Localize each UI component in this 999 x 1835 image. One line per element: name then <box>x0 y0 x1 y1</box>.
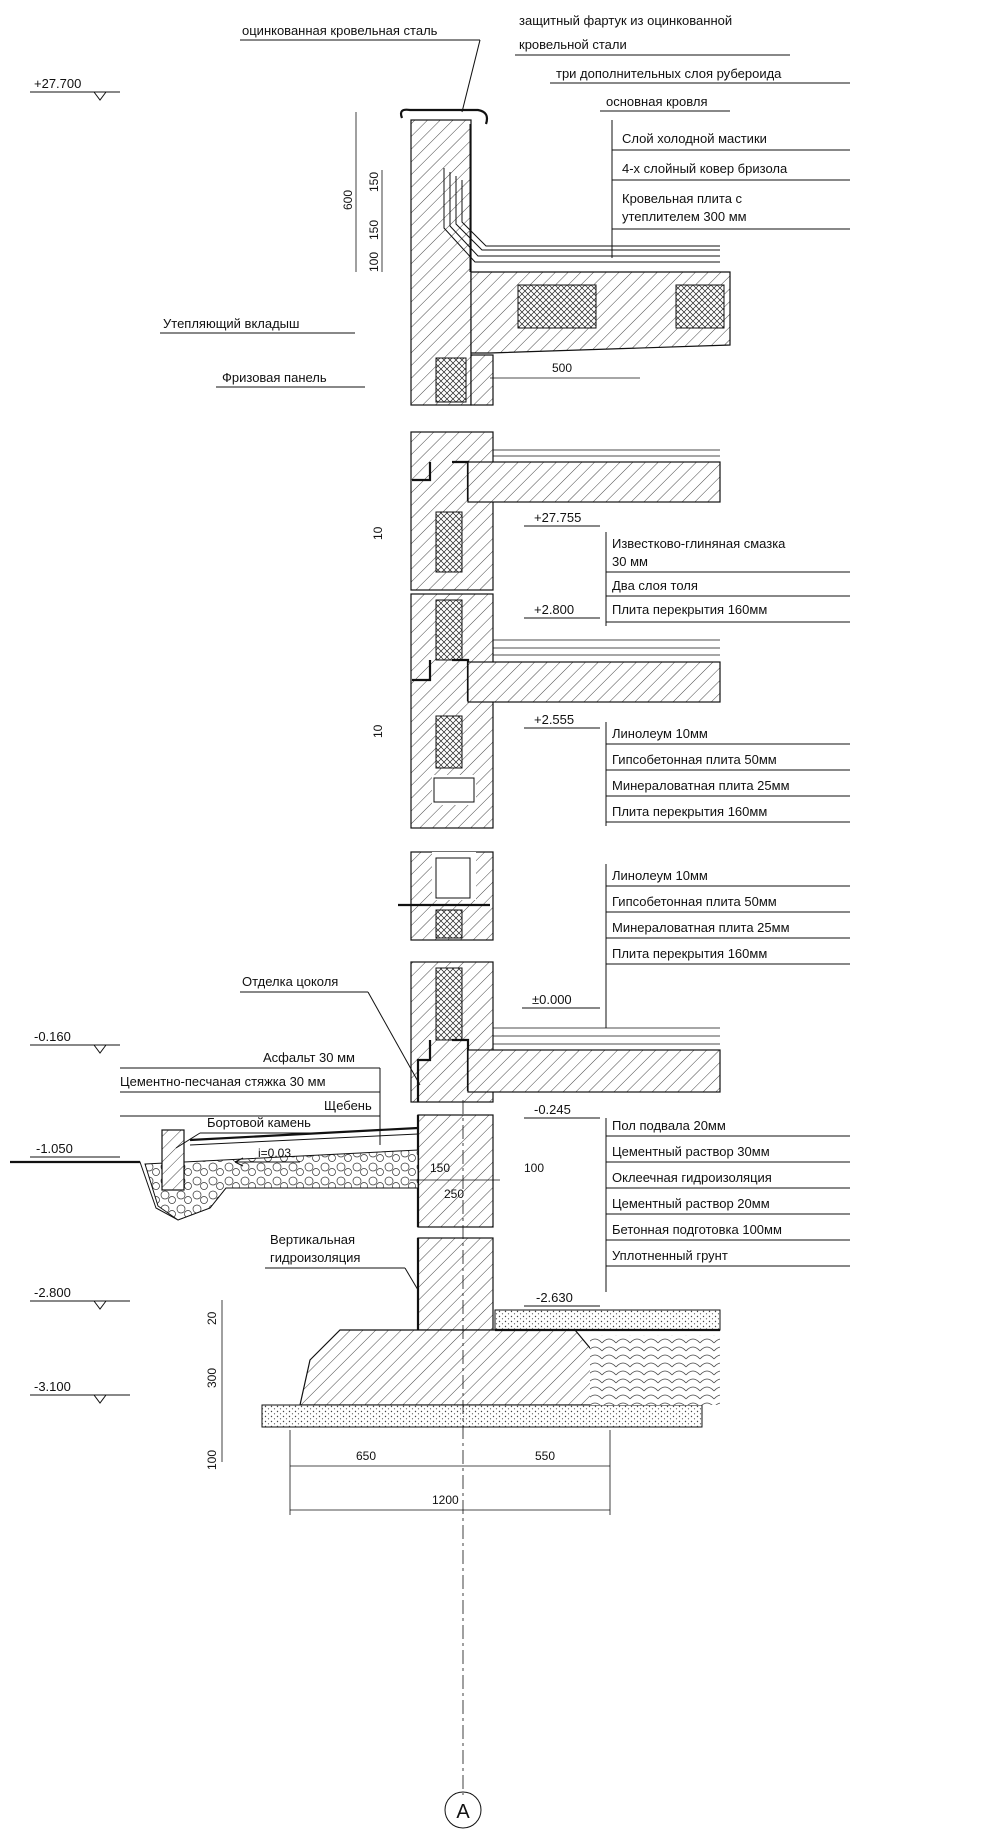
label-typ-1: Линолеум 10мм <box>612 726 708 741</box>
elev-2800: +2.800 <box>534 602 574 617</box>
window-sill-block <box>398 851 494 941</box>
label-frieze: Фризовая панель <box>222 370 327 385</box>
label-gf-4: Плита перекрытия 160мм <box>612 946 767 961</box>
dim-100-top: 100 <box>367 252 381 272</box>
elev-2555: +2.555 <box>534 712 574 727</box>
label-typ-2: Гипсобетонная плита 50мм <box>612 752 777 767</box>
label-bas-1: Пол подвала 20мм <box>612 1118 726 1133</box>
label-roof-layer-1: Слой холодной мастики <box>622 131 767 146</box>
axis-bubble <box>444 1791 482 1829</box>
label-bas-5: Бетонная подготовка 100мм <box>612 1222 782 1237</box>
label-bas-2: Цементный раствор 30мм <box>612 1144 770 1159</box>
dim-500: 500 <box>552 361 572 375</box>
label-insert: Утепляющий вкладыш <box>163 316 299 331</box>
label-apron-2: кровельной стали <box>519 37 627 52</box>
label-gf-3: Минераловатная плита 25мм <box>612 920 790 935</box>
elev-27755: +27.755 <box>534 510 581 525</box>
label-attic-2: 30 мм <box>612 554 648 569</box>
label-bas-3: Оклеечная гидроизоляция <box>612 1170 772 1185</box>
dim-10-a: 10 <box>371 526 385 540</box>
dim-100-bot: 100 <box>205 1450 219 1470</box>
label-vert-2: гидроизоляция <box>270 1250 360 1265</box>
label-rubble: Щебень <box>324 1098 372 1113</box>
label-vert-1: Вертикальная <box>270 1232 355 1247</box>
elev-0000: ±0.000 <box>532 992 572 1007</box>
dim-600: 600 <box>341 190 355 210</box>
attic-floor-block <box>410 431 721 591</box>
ground-floor-block <box>410 961 721 1103</box>
label-main-roof: основная кровля <box>606 94 708 109</box>
label-bas-6: Уплотненный грунт <box>612 1248 728 1263</box>
label-roof-layer-2: 4-х слойный ковер бризола <box>622 161 788 176</box>
label-typ-4: Плита перекрытия 160мм <box>612 804 767 819</box>
dim-150-mid: 150 <box>367 220 381 240</box>
dim-300: 300 <box>205 1368 219 1388</box>
dim-150-top: 150 <box>367 172 381 192</box>
label-ruberoid: три дополнительных слоя рубероида <box>556 66 782 81</box>
label-gf-2: Гипсобетонная плита 50мм <box>612 894 777 909</box>
label-attic-4: Плита перекрытия 160мм <box>612 602 767 617</box>
dim-1200: 1200 <box>432 1493 459 1507</box>
label-attic-3: Два слоя толя <box>612 578 698 593</box>
dim-150-wall: 150 <box>430 1161 450 1175</box>
label-gf-1: Линолеум 10мм <box>612 868 708 883</box>
label-asphalt: Асфальт 30 мм <box>263 1050 355 1065</box>
elev-m1050: -1.050 <box>36 1141 73 1156</box>
label-slope: i=0.03 <box>258 1146 291 1160</box>
elev-m2800: -2.800 <box>34 1285 71 1300</box>
label-steel: оцинкованная кровельная сталь <box>242 23 438 38</box>
label-bas-4: Цементный раствор 20мм <box>612 1196 770 1211</box>
dim-550: 550 <box>535 1449 555 1463</box>
label-typ-3: Минераловатная плита 25мм <box>612 778 790 793</box>
label-curb: Бортовой камень <box>207 1115 311 1130</box>
elev-m3100: -3.100 <box>34 1379 71 1394</box>
dim-10-b: 10 <box>371 724 385 738</box>
axis-label: А <box>456 1801 470 1823</box>
label-roof-layer-4: утеплителем 300 мм <box>622 209 747 224</box>
label-apron-1: защитный фартук из оцинкованной <box>519 13 732 28</box>
label-roof-layer-3: Кровельная плита с <box>622 191 743 206</box>
label-attic-1: Известково-глиняная смазка <box>612 536 786 551</box>
elev-m0160: -0.160 <box>34 1029 71 1044</box>
elev-m2630: -2.630 <box>536 1290 573 1305</box>
elev-27700: +27.700 <box>34 76 81 91</box>
label-plinth-finish: Отделка цоколя <box>242 974 338 989</box>
elev-m0245: -0.245 <box>534 1102 571 1117</box>
label-screed: Цементно-песчаная стяжка 30 мм <box>120 1074 326 1089</box>
roof-parapet-block <box>399 108 731 406</box>
typical-floor-block <box>410 593 721 829</box>
dim-100-wall: 100 <box>524 1161 544 1175</box>
dim-250-wall: 250 <box>444 1187 464 1201</box>
dim-650: 650 <box>356 1449 376 1463</box>
dim-20: 20 <box>205 1311 219 1325</box>
